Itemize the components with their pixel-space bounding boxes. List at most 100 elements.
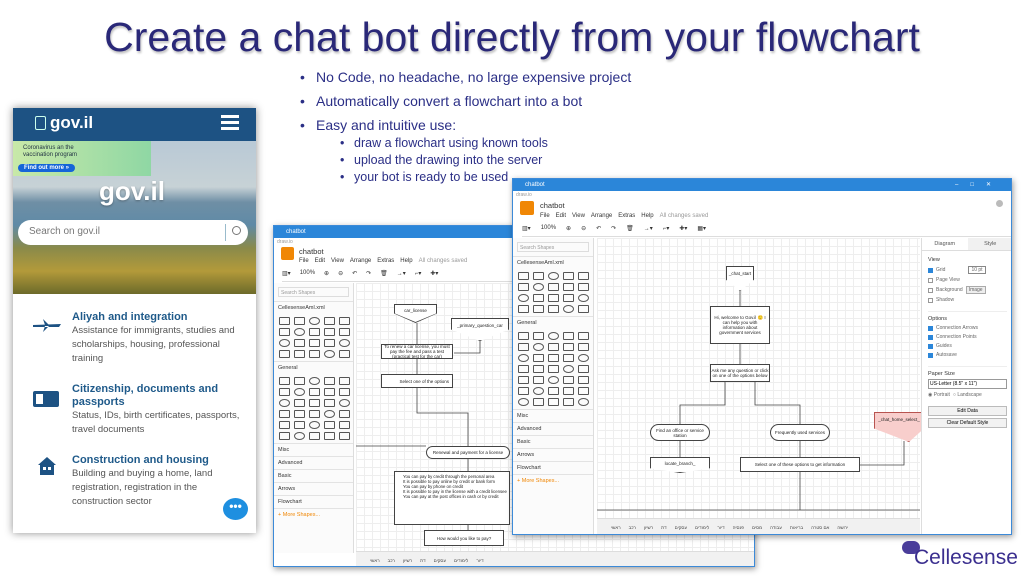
shape-thumbnail[interactable] xyxy=(309,388,320,396)
shape-thumbnail[interactable] xyxy=(518,272,529,280)
node-find-office[interactable]: Find an office or service station xyxy=(650,424,710,441)
page-tab[interactable]: בריאות xyxy=(789,524,804,530)
shape-thumbnail[interactable] xyxy=(533,387,544,395)
shape-thumbnail[interactable] xyxy=(548,376,559,384)
node-renewal-payment[interactable]: Renewal and payment for a license xyxy=(426,446,510,459)
shape-thumbnail[interactable] xyxy=(279,432,290,440)
shape-thumbnail[interactable] xyxy=(279,339,290,347)
shape-thumbnail[interactable] xyxy=(548,387,559,395)
tab-style[interactable]: Style xyxy=(967,238,1011,250)
page-tab[interactable]: ירושה xyxy=(837,524,849,530)
page-tab[interactable]: לימודים xyxy=(694,524,710,530)
zoom-out-icon[interactable]: ⊖ xyxy=(581,226,587,232)
shape-thumbnail[interactable] xyxy=(563,398,574,406)
vaccination-banner[interactable]: Coronavirus an the vaccination program F… xyxy=(13,141,151,176)
shape-thumbnail[interactable] xyxy=(533,332,544,340)
undo-icon[interactable]: ↶ xyxy=(352,271,358,277)
shape-thumbnail[interactable] xyxy=(533,283,544,291)
shape-thumbnail[interactable] xyxy=(294,339,305,347)
shape-thumbnail[interactable] xyxy=(578,354,589,362)
shape-thumbnail[interactable] xyxy=(563,305,574,313)
shape-thumbnail[interactable] xyxy=(578,305,589,313)
service-title[interactable]: Aliyah and integration xyxy=(72,311,188,323)
page-tab[interactable]: אם סטרה xyxy=(811,524,830,530)
shape-thumbnail[interactable] xyxy=(294,399,305,407)
shape-thumbnail[interactable] xyxy=(339,388,350,396)
landscape-radio[interactable]: ○ Landscape xyxy=(952,392,982,398)
shape-thumbnail[interactable] xyxy=(578,272,589,280)
guides-checkbox[interactable]: Guides xyxy=(928,343,1007,349)
shape-thumbnail[interactable] xyxy=(309,421,320,429)
zoom-in-icon[interactable]: ⊕ xyxy=(566,226,572,232)
node-payment-list[interactable]: You can pay by credit through the person… xyxy=(394,471,510,525)
shape-thumbnail[interactable] xyxy=(339,432,350,440)
library-header[interactable]: CellesenseAml.xml xyxy=(513,256,593,269)
shape-thumbnail[interactable] xyxy=(518,376,529,384)
find-out-more-button[interactable]: Find out more » xyxy=(18,164,75,172)
menu-extras[interactable]: Extras xyxy=(618,213,636,219)
shape-thumbnail[interactable] xyxy=(563,343,574,351)
shape-thumbnail[interactable] xyxy=(518,354,529,362)
redo-icon[interactable]: ↷ xyxy=(366,271,372,277)
shape-thumbnail[interactable] xyxy=(309,328,320,336)
clear-default-style-button[interactable]: Clear Default Style xyxy=(928,418,1007,428)
shape-thumbnail[interactable] xyxy=(563,294,574,302)
chat-bubble-button[interactable]: ••• xyxy=(223,498,248,520)
shape-thumbnail[interactable] xyxy=(518,332,529,340)
service-title[interactable]: Construction and housing xyxy=(72,454,209,466)
shape-thumbnail[interactable] xyxy=(533,305,544,313)
paper-size-select[interactable]: US-Letter (8.5" x 11") xyxy=(928,379,1007,389)
connection-icon[interactable]: →▾ xyxy=(396,271,406,277)
menu-arrange[interactable]: Arrange xyxy=(349,258,372,264)
shape-thumbnail[interactable] xyxy=(548,343,559,351)
node-renew-info[interactable]: To renew a car license, you must pay the… xyxy=(381,344,453,359)
shape-thumbnail[interactable] xyxy=(324,410,335,418)
delete-icon[interactable]: 🗑 xyxy=(380,271,388,277)
shape-thumbnail[interactable] xyxy=(309,350,320,358)
menu-view[interactable]: View xyxy=(331,258,344,264)
service-title[interactable]: Citizenship, documents and passports xyxy=(72,383,219,408)
shape-thumbnail[interactable] xyxy=(533,272,544,280)
shape-thumbnail[interactable] xyxy=(578,365,589,373)
search-icon[interactable] xyxy=(232,226,241,235)
shape-thumbnail[interactable] xyxy=(309,377,320,385)
arrows-header[interactable]: Arrows xyxy=(513,448,593,461)
shape-thumbnail[interactable] xyxy=(279,328,290,336)
misc-header[interactable]: Misc xyxy=(274,443,353,456)
shape-thumbnail[interactable] xyxy=(518,387,529,395)
shape-thumbnail[interactable] xyxy=(563,376,574,384)
menu-edit[interactable]: Edit xyxy=(314,258,326,264)
shape-thumbnail[interactable] xyxy=(339,410,350,418)
shape-thumbnail[interactable] xyxy=(324,328,335,336)
shape-thumbnail[interactable] xyxy=(533,343,544,351)
more-shapes-button[interactable]: + More Shapes... xyxy=(274,508,353,521)
shape-thumbnail[interactable] xyxy=(548,305,559,313)
shape-thumbnail[interactable] xyxy=(578,387,589,395)
shape-thumbnail[interactable] xyxy=(309,317,320,325)
shape-thumbnail[interactable] xyxy=(563,354,574,362)
menu-extras[interactable]: Extras xyxy=(377,258,395,264)
shape-thumbnail[interactable] xyxy=(309,410,320,418)
shape-thumbnail[interactable] xyxy=(339,350,350,358)
node-select-info[interactable]: Select one of these options to get infor… xyxy=(740,457,860,472)
shape-thumbnail[interactable] xyxy=(578,283,589,291)
shape-thumbnail[interactable] xyxy=(548,294,559,302)
shape-thumbnail[interactable] xyxy=(279,317,290,325)
shape-thumbnail[interactable] xyxy=(324,317,335,325)
shape-thumbnail[interactable] xyxy=(533,376,544,384)
undo-icon[interactable]: ↶ xyxy=(596,226,602,232)
shape-thumbnail[interactable] xyxy=(533,398,544,406)
delete-icon[interactable]: 🗑 xyxy=(626,226,634,232)
page-tab[interactable]: ראשי xyxy=(611,524,621,530)
shape-thumbnail[interactable] xyxy=(563,272,574,280)
insert-icon[interactable]: ✚▾ xyxy=(430,271,439,277)
shape-thumbnail[interactable] xyxy=(339,421,350,429)
shape-thumbnail[interactable] xyxy=(518,283,529,291)
shape-thumbnail[interactable] xyxy=(518,343,529,351)
basic-header[interactable]: Basic xyxy=(274,469,353,482)
menu-edit[interactable]: Edit xyxy=(555,213,567,219)
shape-thumbnail[interactable] xyxy=(324,399,335,407)
page-tab[interactable]: מסים xyxy=(751,524,763,530)
